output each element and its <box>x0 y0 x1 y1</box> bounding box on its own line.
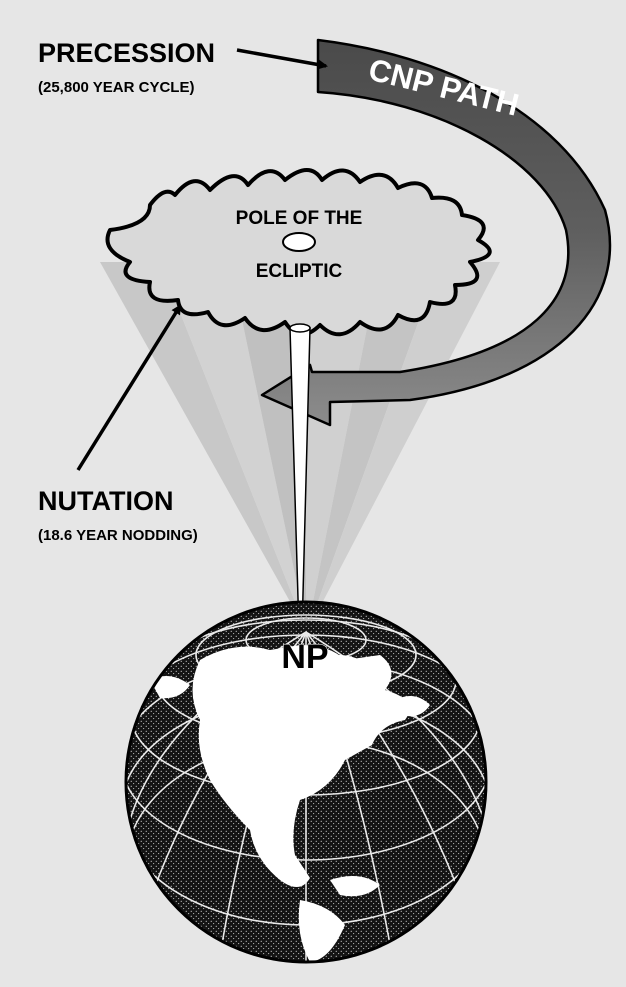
pole-marker <box>283 233 315 251</box>
pole-label-line1: POLE OF THE <box>236 208 363 229</box>
precession-title: PRECESSION <box>38 38 215 68</box>
nutation-title: NUTATION <box>38 486 173 516</box>
nutation-subtitle: (18.6 YEAR NODDING) <box>38 527 198 544</box>
precession-subtitle: (25,800 YEAR CYCLE) <box>38 79 194 96</box>
pole-label-line2: ECLIPTIC <box>256 261 343 282</box>
north-pole-label: NP <box>281 638 328 676</box>
axis-rod-top <box>290 324 310 332</box>
